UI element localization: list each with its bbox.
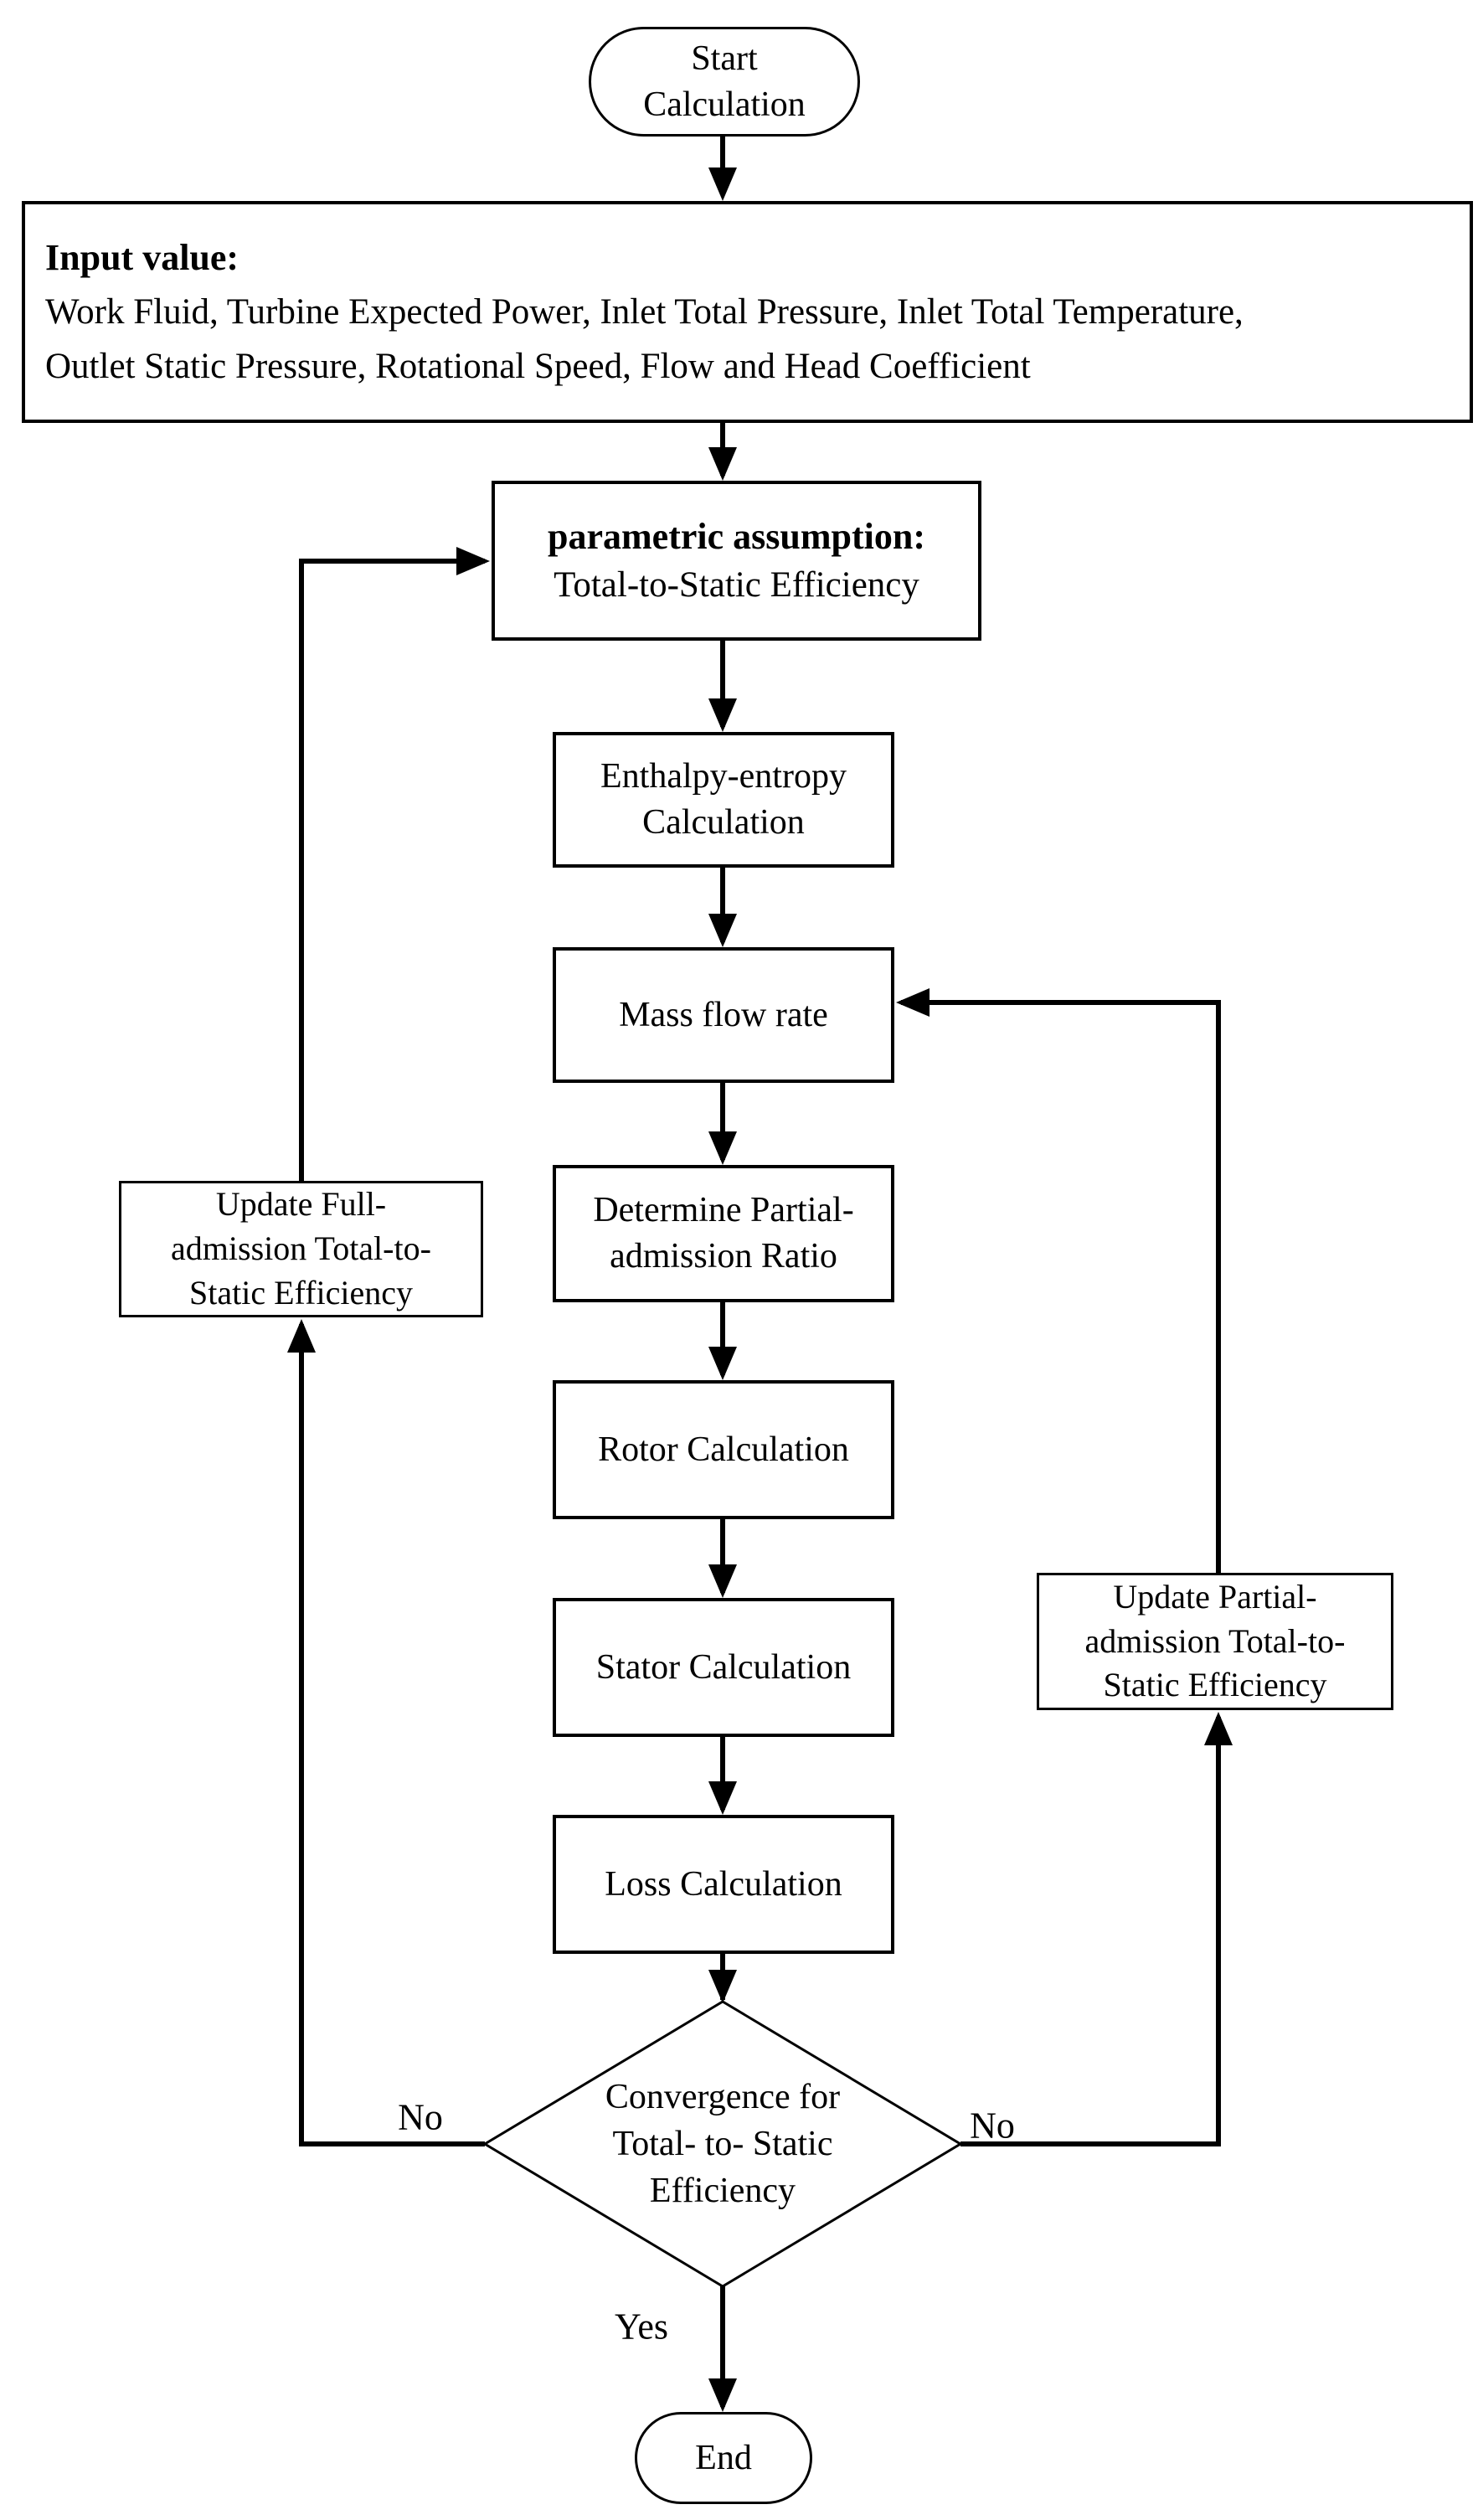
arrowhead-into-decision bbox=[708, 1970, 737, 2003]
node-input-body: Work Fluid, Turbine Expected Power, Inle… bbox=[45, 292, 1244, 386]
node-mass-flow-rate: Mass flow rate bbox=[553, 947, 894, 1083]
node-update-partial-admission: Update Partial- admission Total-to- Stat… bbox=[1037, 1573, 1393, 1710]
connector-no-left-to-updatefull bbox=[299, 1324, 485, 2146]
arrowhead-into-end bbox=[708, 2378, 737, 2412]
node-start-label: Start Calculation bbox=[643, 39, 806, 124]
arrowhead-into-massflow-right bbox=[896, 988, 930, 1017]
node-rotor-calculation: Rotor Calculation bbox=[553, 1380, 894, 1519]
node-parametric-assumption: parametric assumption: Total-to-Static E… bbox=[492, 481, 981, 641]
arrowhead-into-parametric-left bbox=[456, 547, 490, 575]
connector-updatefull-to-parametric bbox=[299, 559, 485, 1181]
node-massflow-label: Mass flow rate bbox=[619, 995, 828, 1034]
edge-label-yes: Yes bbox=[614, 2306, 669, 2347]
node-convergence-decision-label: Convergence for Total- to- Static Effici… bbox=[605, 2077, 841, 2211]
arrowhead-into-enthalpy bbox=[708, 698, 737, 732]
node-updatefull-label: Update Full- admission Total-to- Static … bbox=[171, 1185, 431, 1312]
node-end-label: End bbox=[695, 2438, 752, 2477]
decision-diamond bbox=[482, 2000, 963, 2288]
node-loss-calculation: Loss Calculation bbox=[553, 1815, 894, 1954]
node-input-title: Input value: bbox=[45, 237, 239, 278]
arrowhead-into-updatepartial bbox=[1204, 1712, 1233, 1745]
arrowhead-into-updatefull bbox=[287, 1319, 316, 1353]
node-enthalpy-label: Enthalpy-entropy Calculation bbox=[600, 757, 847, 842]
node-loss-label: Loss Calculation bbox=[605, 1864, 842, 1904]
node-stator-label: Stator Calculation bbox=[595, 1647, 852, 1687]
node-updatepartial-label: Update Partial- admission Total-to- Stat… bbox=[1084, 1577, 1346, 1704]
node-enthalpy-entropy: Enthalpy-entropy Calculation bbox=[553, 732, 894, 868]
connector-updatepartial-to-massflow bbox=[901, 1000, 1221, 1573]
node-rotor-label: Rotor Calculation bbox=[598, 1430, 849, 1469]
node-parametric-subtitle: Total-to-Static Efficiency bbox=[554, 565, 919, 606]
edge-label-no-left: No bbox=[398, 2096, 443, 2138]
node-input-value: Input value: Work Fluid, Turbine Expecte… bbox=[22, 201, 1473, 423]
node-partial-admission-ratio: Determine Partial- admission Ratio bbox=[553, 1165, 894, 1302]
node-update-full-admission: Update Full- admission Total-to- Static … bbox=[119, 1181, 483, 1317]
arrowhead-into-input bbox=[708, 167, 737, 201]
arrowhead-into-parametric-top bbox=[708, 447, 737, 481]
node-parametric-title: parametric assumption: bbox=[548, 515, 925, 557]
node-start: Start Calculation bbox=[589, 27, 860, 137]
arrowhead-into-partialratio bbox=[708, 1131, 737, 1165]
edge-label-no-right: No bbox=[970, 2105, 1015, 2146]
connector-no-right-to-updatepartial bbox=[960, 1717, 1221, 2146]
node-partialratio-label: Determine Partial- admission Ratio bbox=[593, 1191, 854, 1275]
arrowhead-into-stator bbox=[708, 1564, 737, 1598]
node-stator-calculation: Stator Calculation bbox=[553, 1598, 894, 1737]
node-end: End bbox=[635, 2412, 812, 2504]
arrowhead-into-massflow-top bbox=[708, 914, 737, 947]
arrowhead-into-loss bbox=[708, 1781, 737, 1815]
arrowhead-into-rotor bbox=[708, 1347, 737, 1380]
